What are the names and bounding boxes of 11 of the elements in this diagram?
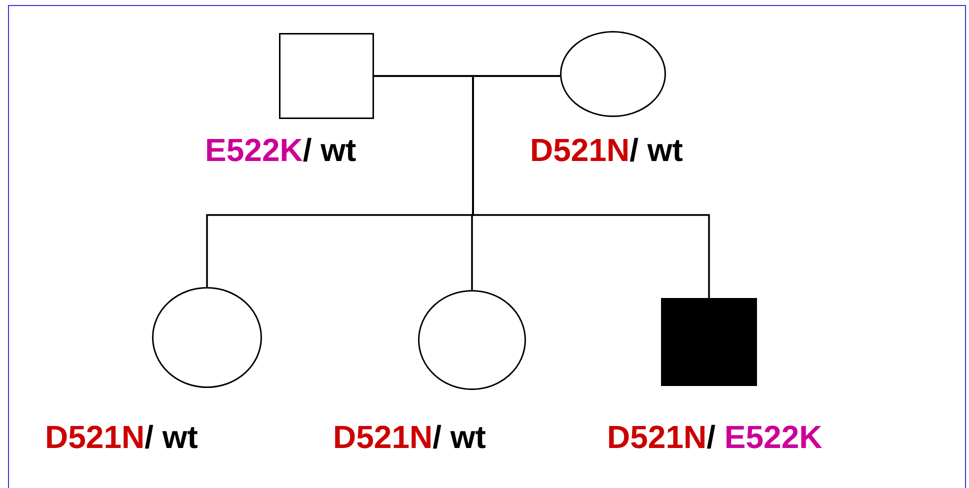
male-square [279, 33, 374, 119]
genotype-label: D521N/ E522K [607, 421, 822, 453]
genotype-label: D521N/ wt [45, 421, 198, 453]
descent-line [472, 75, 710, 298]
affected-male-square [661, 298, 757, 386]
female-circle [560, 31, 666, 117]
genotype-label: D521N/ wt [530, 134, 683, 166]
genotype-label: E522K/ wt [205, 134, 356, 166]
genotype-label: D521N/ wt [333, 421, 486, 453]
female-circle [152, 287, 262, 388]
female-circle [418, 290, 526, 390]
